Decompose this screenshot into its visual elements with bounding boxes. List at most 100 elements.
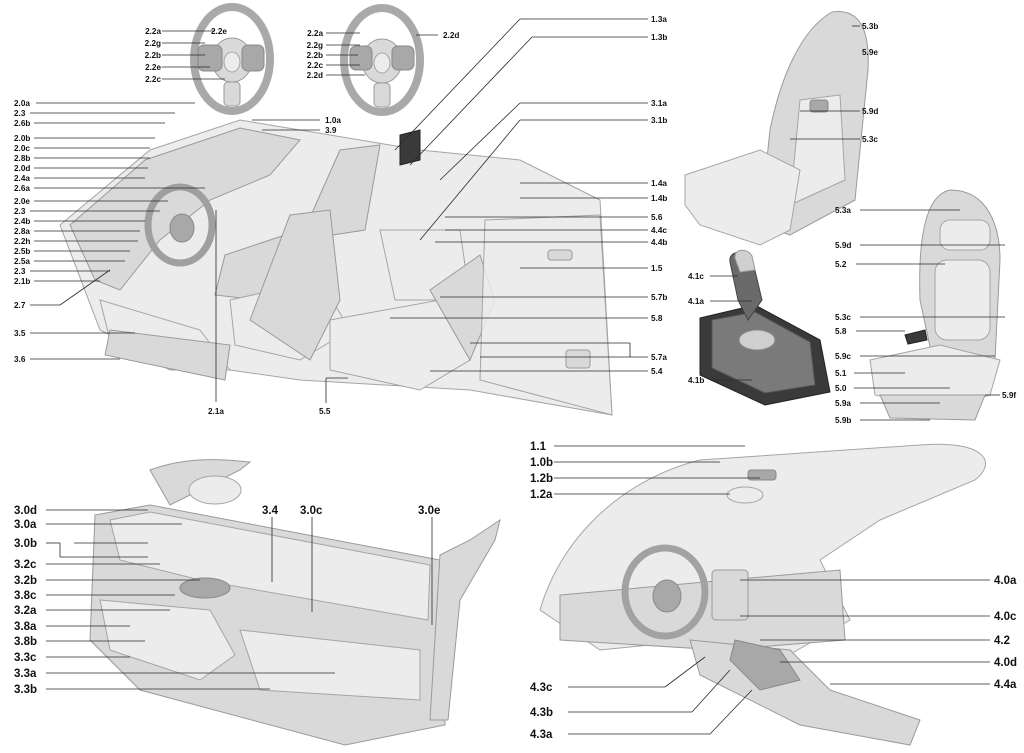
label-1-0b: 1.0b — [530, 457, 553, 469]
label-1-3a: 1.3a — [651, 15, 667, 24]
label-2-2b-sw2: 2.2b — [307, 51, 323, 60]
label-2-0a: 2.0a — [14, 99, 30, 108]
label-3-3b: 3.3b — [14, 684, 37, 696]
label-3-0e: 3.0e — [418, 505, 440, 517]
label-5-5: 5.5 — [319, 407, 331, 416]
label-3-0b: 3.0b — [14, 538, 37, 550]
label-3-1a: 3.1a — [651, 99, 667, 108]
gear-shifter-illustration — [699, 249, 831, 406]
label-4-1a: 4.1a — [688, 297, 704, 306]
label-2-4b: 2.4b — [14, 217, 30, 226]
label-4-2: 4.2 — [994, 635, 1010, 647]
label-4-0a: 4.0a — [994, 575, 1017, 587]
label-5-6: 5.6 — [651, 213, 663, 222]
label-5-3a: 5.3a — [835, 206, 851, 215]
label-2-2d-sw2-right: 2.2d — [443, 31, 459, 40]
label-2-2g-sw2: 2.2g — [307, 41, 323, 50]
dashboard-overview-illustration — [539, 443, 987, 746]
label-3-8c: 3.8c — [14, 590, 37, 602]
label-1-2a: 1.2a — [530, 489, 553, 501]
label-2-4a: 2.4a — [14, 174, 30, 183]
label-2-8a: 2.8a — [14, 227, 30, 236]
label-1-5: 1.5 — [651, 264, 663, 273]
label-3-0d: 3.0d — [14, 505, 37, 517]
label-2-7: 2.7 — [14, 301, 26, 310]
label-2-0e: 2.0e — [14, 197, 30, 206]
label-2-0c: 2.0c — [14, 144, 30, 153]
label-1-2b: 1.2b — [530, 473, 553, 485]
label-1-4a: 1.4a — [651, 179, 667, 188]
label-4-1c: 4.1c — [688, 272, 704, 281]
label-3-3c: 3.3c — [14, 652, 37, 664]
label-2-2a-sw1: 2.2a — [145, 27, 161, 36]
cockpit-overview-illustration — [59, 119, 613, 416]
label-2-0b: 2.0b — [14, 134, 30, 143]
door-panel-illustration — [89, 459, 501, 746]
label-3-2a: 3.2a — [14, 605, 37, 617]
label-5-4: 5.4 — [651, 367, 663, 376]
label-2-1a: 2.1a — [208, 407, 224, 416]
label-5-7a: 5.7a — [651, 353, 667, 362]
label-2-3-c: 2.3 — [14, 267, 26, 276]
label-2-1b: 2.1b — [14, 277, 30, 286]
label-5-9e: 5.9e — [862, 48, 878, 57]
label-2-2c-sw1: 2.2c — [145, 75, 161, 84]
label-2-2g-sw1: 2.2g — [145, 39, 161, 48]
label-5-7b: 5.7b — [651, 293, 667, 302]
label-5-8-cockpit: 5.8 — [651, 314, 663, 323]
label-3-5: 3.5 — [14, 329, 26, 338]
label-3-4: 3.4 — [262, 505, 279, 517]
label-2-2e-sw1: 2.2e — [145, 63, 161, 72]
label-4-3a: 4.3a — [530, 729, 553, 741]
label-4-4b: 4.4b — [651, 238, 667, 247]
label-4-1b: 4.1b — [688, 376, 704, 385]
label-4-4c: 4.4c — [651, 226, 667, 235]
label-4-4a: 4.4a — [994, 679, 1017, 691]
label-5-9a: 5.9a — [835, 399, 851, 408]
label-2-2e-sw1-top: 2.2e — [211, 27, 227, 36]
label-2-2d-sw2: 2.2d — [307, 71, 323, 80]
steering-wheel-illustration-1 — [190, 3, 274, 115]
label-2-3-a: 2.3 — [14, 109, 26, 118]
label-3-9: 3.9 — [325, 126, 337, 135]
label-1-4b: 1.4b — [651, 194, 667, 203]
label-2-8b: 2.8b — [14, 154, 30, 163]
label-3-8b: 3.8b — [14, 636, 37, 648]
label-5-0: 5.0 — [835, 384, 847, 393]
label-2-2a-sw2: 2.2a — [307, 29, 323, 38]
label-4-3c: 4.3c — [530, 682, 553, 694]
sports-seat-illustration — [684, 11, 869, 246]
label-2-2h: 2.2h — [14, 237, 30, 246]
label-3-8a: 3.8a — [14, 621, 37, 633]
label-5-8-seat: 5.8 — [835, 327, 847, 336]
label-2-6a: 2.6a — [14, 184, 30, 193]
label-4-3b: 4.3b — [530, 707, 553, 719]
steering-wheel-illustration-2 — [340, 4, 424, 116]
labels: 2.2a 2.2g 2.2b 2.2e 2.2c 2.2e 2.2a 2.2g … — [14, 15, 1017, 741]
label-3-2c: 3.2c — [14, 559, 37, 571]
label-4-0c: 4.0c — [994, 611, 1017, 623]
label-5-9d: 5.9d — [835, 241, 851, 250]
label-2-6b: 2.6b — [14, 119, 30, 128]
comfort-seat-illustration — [869, 189, 1001, 421]
label-5-3c-sport: 5.3c — [862, 135, 878, 144]
label-3-0a: 3.0a — [14, 519, 37, 531]
label-3-2b: 3.2b — [14, 575, 37, 587]
label-5-9d-sport: 5.9d — [862, 107, 878, 116]
label-2-5a: 2.5a — [14, 257, 30, 266]
label-3-0c: 3.0c — [300, 505, 323, 517]
label-2-5b: 2.5b — [14, 247, 30, 256]
label-5-9f: 5.9f — [1002, 391, 1016, 400]
label-3-6: 3.6 — [14, 355, 26, 364]
label-2-2c-sw2: 2.2c — [307, 61, 323, 70]
label-2-0d: 2.0d — [14, 164, 30, 173]
leader-lines — [30, 18, 1005, 735]
label-2-2b-sw1: 2.2b — [145, 51, 161, 60]
label-5-3b: 5.3b — [862, 22, 878, 31]
label-5-2: 5.2 — [835, 260, 847, 269]
label-1-0a: 1.0a — [325, 116, 341, 125]
label-5-9b: 5.9b — [835, 416, 851, 425]
label-1-1: 1.1 — [530, 441, 547, 453]
label-3-1b: 3.1b — [651, 116, 667, 125]
